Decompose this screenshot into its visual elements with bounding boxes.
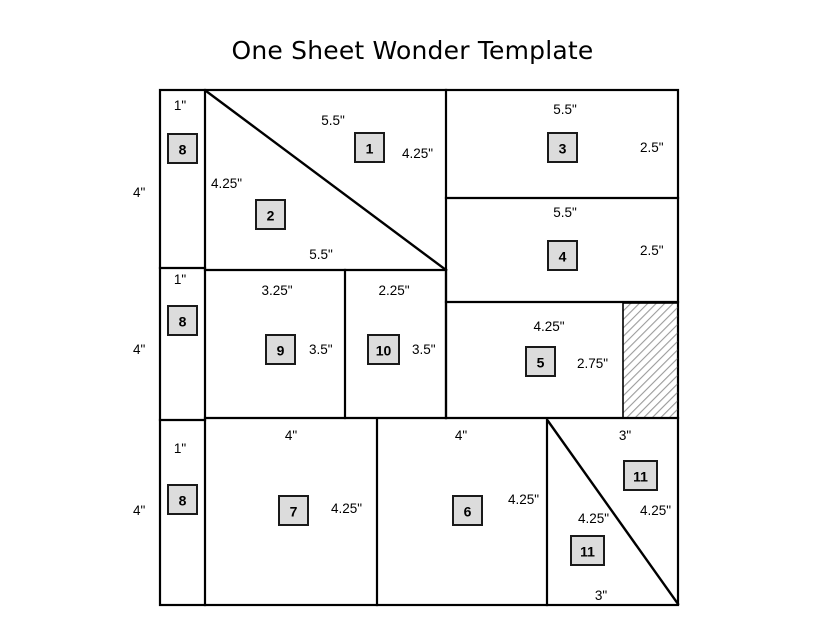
piece-9-number: 9 (277, 343, 285, 359)
piece-8-middle-label-box (167, 305, 198, 336)
page-title: One Sheet Wonder Template (231, 36, 594, 65)
piece-3-label-box (547, 132, 578, 163)
piece-11-upper-height-dimension: 4.25" (640, 503, 671, 518)
piece-3-label: 3 (547, 132, 578, 163)
piece-8-middle-label: 8 (167, 305, 198, 336)
piece-7-number: 7 (290, 504, 298, 520)
piece-2-width-dimension: 5.5" (309, 247, 333, 262)
piece-5-number: 5 (537, 355, 545, 371)
piece-7-label-box (278, 495, 309, 526)
piece-4-label-box (547, 240, 578, 271)
piece-9-label: 9 (265, 334, 296, 365)
scrap-area-group (622, 302, 679, 419)
piece-2-label-box (255, 199, 286, 230)
piece-1-height-dimension: 4.25" (402, 146, 433, 161)
piece-8-bottom-width-dimension: 1" (174, 441, 187, 456)
scrap-hatched-area (622, 302, 679, 419)
piece-11-lower-height-dimension: 3" (595, 588, 608, 603)
piece-8-top-number: 8 (179, 142, 187, 158)
piece-11-upper-label-box (623, 460, 658, 491)
piece-5-height-dimension: 2.75" (577, 356, 608, 371)
piece-2-height-dimension: 4.25" (211, 176, 242, 191)
piece-6-number: 6 (464, 504, 472, 520)
piece-6-width-dimension: 4" (455, 428, 468, 443)
cut-lines-group (158, 88, 680, 607)
piece-10-label-box (367, 334, 400, 365)
piece-6-height-dimension: 4.25" (508, 492, 539, 507)
bottom-triangle-diagonal (546, 419, 680, 606)
piece-1-label-box (354, 132, 385, 163)
piece-1-label: 1 (354, 132, 385, 163)
piece-11-lower-number: 11 (580, 544, 595, 560)
piece-5-width-dimension: 4.25" (533, 319, 564, 334)
piece-8-bottom-label-box (167, 484, 198, 515)
piece-5-label-box (525, 346, 556, 377)
piece-7-height-dimension: 4.25" (331, 501, 362, 516)
piece-8-middle-height-dimension: 4" (133, 342, 146, 357)
diagonal-cut-lines-group (204, 89, 680, 606)
piece-2-label: 2 (255, 199, 286, 230)
piece-10-number: 10 (376, 343, 392, 359)
piece-11-upper-number: 11 (633, 469, 648, 485)
top-triangle-diagonal (204, 89, 448, 272)
piece-4-number: 4 (559, 249, 567, 265)
piece-5-label: 5 (525, 346, 556, 377)
piece-2-number: 2 (267, 208, 275, 224)
piece-7-label: 7 (278, 495, 309, 526)
sheet-outline (158, 88, 680, 607)
piece-6-label-box (452, 495, 483, 526)
piece-9-width-dimension: 3.25" (261, 283, 292, 298)
piece-11-upper-width-dimension: 3" (619, 428, 632, 443)
piece-11-lower-width-dimension: 4.25" (578, 511, 609, 526)
piece-8-top-label-box (167, 133, 198, 164)
piece-1-number: 1 (366, 141, 374, 157)
piece-1-width-dimension: 5.5" (321, 113, 345, 128)
piece-9-label-box (265, 334, 296, 365)
piece-10-height-dimension: 3.5" (412, 342, 436, 357)
piece-4-width-dimension: 5.5" (553, 205, 577, 220)
piece-number-labels-group: 1 2 3 4 5 6 7 8 8 8 9 10 11 11 (167, 132, 658, 566)
piece-10-label: 10 (367, 334, 400, 365)
piece-8-top-label: 8 (167, 133, 198, 164)
piece-8-top-width-dimension: 1" (174, 98, 187, 113)
piece-8-middle-width-dimension: 1" (174, 272, 187, 287)
piece-10-width-dimension: 2.25" (378, 283, 409, 298)
piece-6-label: 6 (452, 495, 483, 526)
dimension-labels-group: 5.5" 4.25" 4.25" 5.5" 5.5" 2.5" 5.5" 2.5" 4.25" 2… (133, 98, 671, 603)
piece-8-bottom-number: 8 (179, 493, 187, 509)
piece-8-middle-number: 8 (179, 314, 187, 330)
piece-7-width-dimension: 4" (285, 428, 298, 443)
piece-11-upper-label: 11 (623, 460, 658, 491)
piece-9-height-dimension: 3.5" (309, 342, 333, 357)
piece-11-lower-label-box (570, 535, 605, 566)
piece-8-top-height-dimension: 4" (133, 185, 146, 200)
piece-4-height-dimension: 2.5" (640, 243, 664, 258)
piece-3-number: 3 (559, 141, 567, 157)
piece-4-label: 4 (547, 240, 578, 271)
piece-8-bottom-label: 8 (167, 484, 198, 515)
piece-8-bottom-height-dimension: 4" (133, 503, 146, 518)
piece-11-lower-label: 11 (570, 535, 605, 566)
piece-3-width-dimension: 5.5" (553, 102, 577, 117)
piece-3-height-dimension: 2.5" (640, 140, 664, 155)
